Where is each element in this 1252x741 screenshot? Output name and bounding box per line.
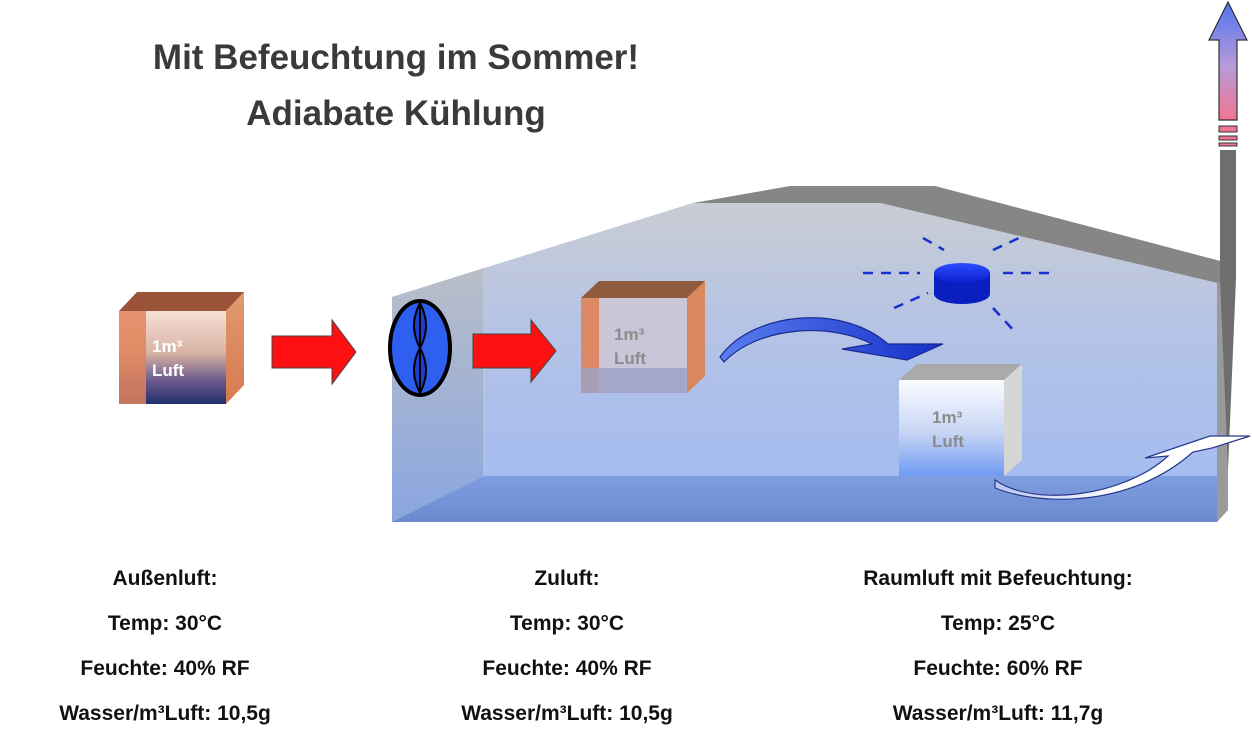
info-humidity: Feuchte: 60% RF [913, 657, 1083, 680]
cube-room-air: 1m³ Luft [899, 364, 1022, 476]
info-outside-air: Außenluft: Temp: 30°C Feuchte: 40% RF Wa… [0, 556, 375, 736]
fan-icon [388, 299, 452, 397]
chimney [1220, 150, 1236, 470]
flow-arrow-2-icon [472, 318, 557, 384]
flow-arrow-1-icon [271, 318, 357, 386]
title-line-2: Adiabate Kühlung [246, 94, 546, 133]
info-heading: Außenluft: [112, 567, 218, 590]
exhaust-arrow-icon [1208, 0, 1248, 147]
info-water: Wasser/m³Luft: 10,5g [461, 702, 673, 725]
info-room-air: Raumluft mit Befeuchtung: Temp: 25°C Feu… [788, 556, 1208, 736]
cube-1-label-line2: Luft [152, 361, 184, 380]
cube-supply-air: 1m³ Luft [581, 281, 705, 393]
info-humidity: Feuchte: 40% RF [80, 657, 250, 680]
info-water: Wasser/m³Luft: 10,5g [59, 702, 271, 725]
humidifier-icon [863, 236, 1052, 333]
air-flow-curve-blue-icon [719, 317, 944, 363]
cube-1-label-line1: 1m³ [152, 337, 183, 356]
info-heading: Raumluft mit Befeuchtung: [863, 567, 1133, 590]
title-line-1: Mit Befeuchtung im Sommer! [152, 38, 640, 77]
cube-outside-air: 1m³ Luft [119, 292, 244, 404]
info-water: Wasser/m³Luft: 11,7g [892, 702, 1104, 725]
air-flow-curve-white-icon [994, 435, 1251, 500]
info-temp: Temp: 25°C [940, 612, 1056, 635]
info-temp: Temp: 30°C [107, 612, 223, 635]
cube-3-label-line1: 1m³ [932, 408, 963, 427]
cube-2-label-line2: Luft [614, 349, 646, 368]
info-humidity: Feuchte: 40% RF [482, 657, 652, 680]
cube-3-label-line2: Luft [932, 432, 964, 451]
room-inner-wall [484, 203, 1217, 476]
info-supply-air: Zuluft: Temp: 30°C Feuchte: 40% RF Wasse… [357, 556, 777, 736]
roof [693, 186, 1228, 283]
room-floor [392, 476, 1217, 522]
cube-2-label-line1: 1m³ [614, 325, 645, 344]
info-heading: Zuluft: [534, 567, 600, 590]
info-temp: Temp: 30°C [509, 612, 625, 635]
